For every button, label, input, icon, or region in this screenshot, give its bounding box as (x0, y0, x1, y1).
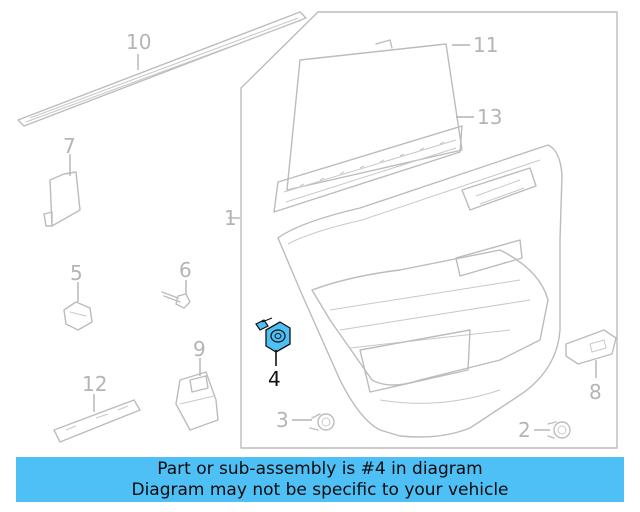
part-13-regulator (273, 125, 463, 213)
callout-7: 7 (63, 134, 76, 158)
part-2-fastener (547, 421, 571, 439)
banner-line-2: Diagram may not be specific to your vehi… (131, 480, 509, 500)
part-5-clip (63, 301, 93, 331)
parts-diagram: 10 11 13 7 1 5 6 9 12 8 3 2 4 (17, 11, 618, 449)
part-10-belt-molding (17, 11, 307, 127)
callout-4: 4 (268, 367, 281, 391)
part-12-bezel-strip (53, 399, 141, 443)
callout-labels: 10 11 13 7 1 5 6 9 12 8 3 2 4 (63, 30, 602, 442)
callout-3: 3 (276, 408, 289, 432)
part-4-highlighted[interactable] (255, 317, 291, 353)
callout-12: 12 (82, 372, 107, 396)
callout-1: 1 (224, 206, 237, 230)
part-7-cover (43, 171, 81, 227)
part-11-window-glass (286, 39, 463, 191)
door-panel-outline (240, 11, 618, 449)
part-8-pull-cup (565, 329, 617, 365)
callout-2: 2 (518, 418, 531, 442)
leader-lines (69, 44, 597, 431)
callout-13: 13 (477, 105, 502, 129)
callout-11: 11 (473, 33, 498, 57)
callout-8: 8 (589, 380, 602, 404)
part-9-switch (175, 371, 219, 431)
banner-line-1: Part or sub-assembly is #4 in diagram (157, 459, 483, 479)
callout-10: 10 (126, 30, 151, 54)
callout-9: 9 (193, 337, 206, 361)
door-trim-panel (277, 144, 563, 438)
part-3-fastener (309, 413, 335, 431)
part-6-screw (161, 291, 191, 309)
info-banner: Part or sub-assembly is #4 in diagram Di… (16, 457, 624, 502)
callout-6: 6 (179, 258, 192, 282)
callout-5: 5 (70, 261, 83, 285)
